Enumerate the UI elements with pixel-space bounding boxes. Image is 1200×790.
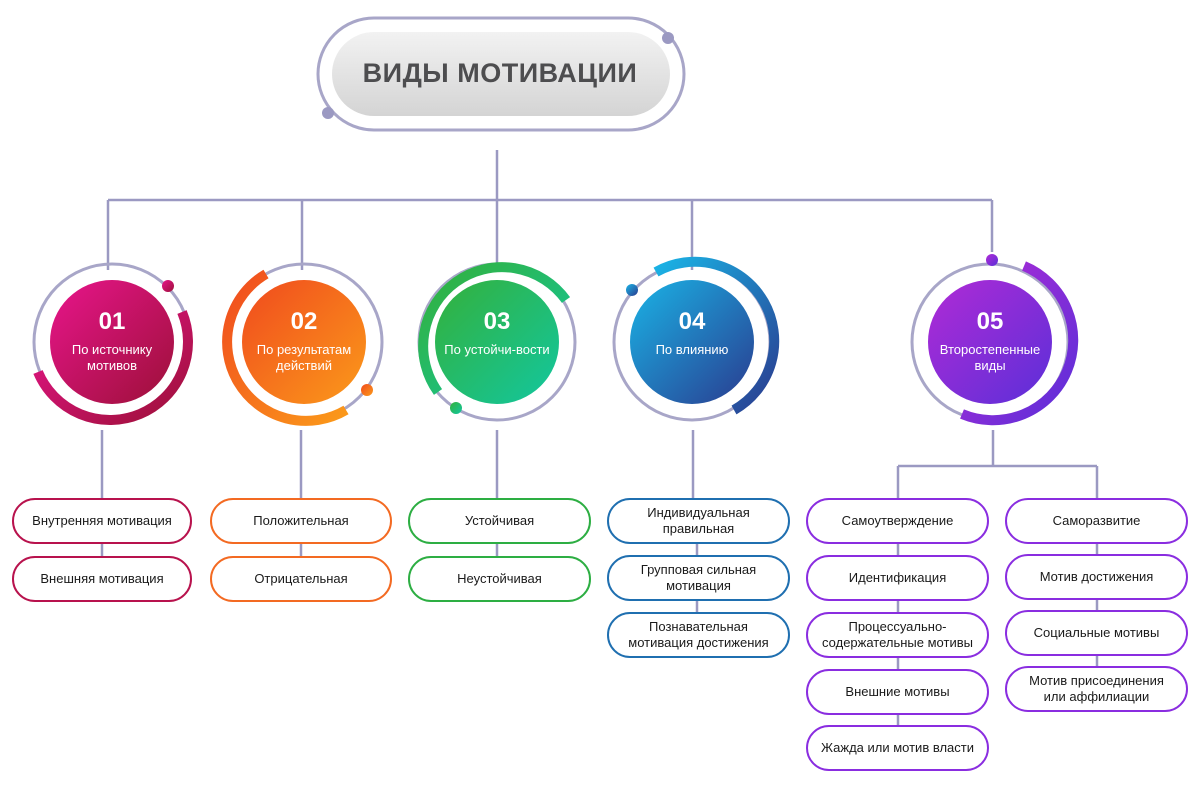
category-number: 01 xyxy=(98,308,126,335)
category-number: 03 xyxy=(483,308,511,335)
item-pill-05-left-2: Идентификация xyxy=(806,555,989,601)
category-label-01: 01 По источнику мотивов xyxy=(47,308,177,374)
item-pill-03-1: Устойчивая xyxy=(408,498,591,544)
title-pill xyxy=(316,16,686,132)
circle-05-arc xyxy=(960,261,1079,426)
category-title: По влиянию xyxy=(655,342,729,357)
category-label-04: 04 По влиянию xyxy=(627,308,757,358)
tree-connectors xyxy=(100,150,1099,725)
title-outer-ring xyxy=(316,16,686,132)
item-pill-05-left-3: Процессуально-содержательные мотивы xyxy=(806,612,989,658)
item-pill-02-2: Отрицательная xyxy=(210,556,392,602)
circle-03-dot xyxy=(450,402,462,414)
category-title: По устойчи-вости xyxy=(444,342,550,357)
item-pill-04-2: Групповая сильная мотивация xyxy=(607,555,790,601)
category-label-03: 03 По устойчи-вости xyxy=(432,308,562,358)
circle-02-dot xyxy=(361,384,373,396)
circle-02-fill xyxy=(242,280,366,404)
item-pill-04-3: Познавательная мотивация достижения xyxy=(607,612,790,658)
circle-05-fill xyxy=(928,280,1052,404)
item-pill-02-1: Положительная xyxy=(210,498,392,544)
item-pill-01-2: Внешняя мотивация xyxy=(12,556,192,602)
category-title: По источнику мотивов xyxy=(71,342,153,373)
category-title: По результатам действий xyxy=(256,342,352,373)
item-pill-05-right-3: Социальные мотивы xyxy=(1005,610,1188,656)
item-pill-04-1: Индивидуальная правильная xyxy=(607,498,790,544)
circle-03-fill xyxy=(435,280,559,404)
page-title: ВИДЫ МОТИВАЦИИ xyxy=(362,57,638,88)
title-dot-left xyxy=(322,107,334,119)
category-number: 02 xyxy=(290,308,318,335)
category-label-02: 02 По результатам действий xyxy=(239,308,369,374)
item-pill-05-right-2: Мотив достижения xyxy=(1005,554,1188,600)
category-circle-05 xyxy=(910,254,1079,426)
item-pill-05-left-4: Внешние мотивы xyxy=(806,669,989,715)
item-pill-01-1: Внутренняя мотивация xyxy=(12,498,192,544)
circle-01-arc xyxy=(33,310,193,425)
circle-04-dot xyxy=(626,284,638,296)
category-number: 04 xyxy=(678,308,706,335)
category-number: 05 xyxy=(976,308,1004,335)
category-circle-01 xyxy=(32,262,193,425)
item-pill-05-left-5: Жажда или мотив власти xyxy=(806,725,989,771)
category-circle-02 xyxy=(222,262,384,426)
item-pill-03-2: Неустойчивая xyxy=(408,556,591,602)
category-circle-03 xyxy=(417,262,577,422)
circle-01-fill xyxy=(50,280,174,404)
item-pill-05-left-1: Самоутверждение xyxy=(806,498,989,544)
item-pill-05-right-1: Саморазвитие xyxy=(1005,498,1188,544)
circle-04-fill xyxy=(630,280,754,404)
circle-03-arc xyxy=(418,262,571,395)
category-title: Второстепенные виды xyxy=(939,342,1041,373)
category-circle-04 xyxy=(612,256,780,422)
title-dot-right xyxy=(662,32,674,44)
circle-02-arc xyxy=(222,269,349,426)
circle-04-arc xyxy=(653,256,780,415)
item-pill-05-right-4: Мотив присоединения или аффилиации xyxy=(1005,666,1188,712)
circle-05-dot xyxy=(986,254,998,266)
circle-01-dot xyxy=(162,280,174,292)
category-label-05: 05 Второстепенные виды xyxy=(925,308,1055,374)
title-inner-fill xyxy=(332,32,670,116)
